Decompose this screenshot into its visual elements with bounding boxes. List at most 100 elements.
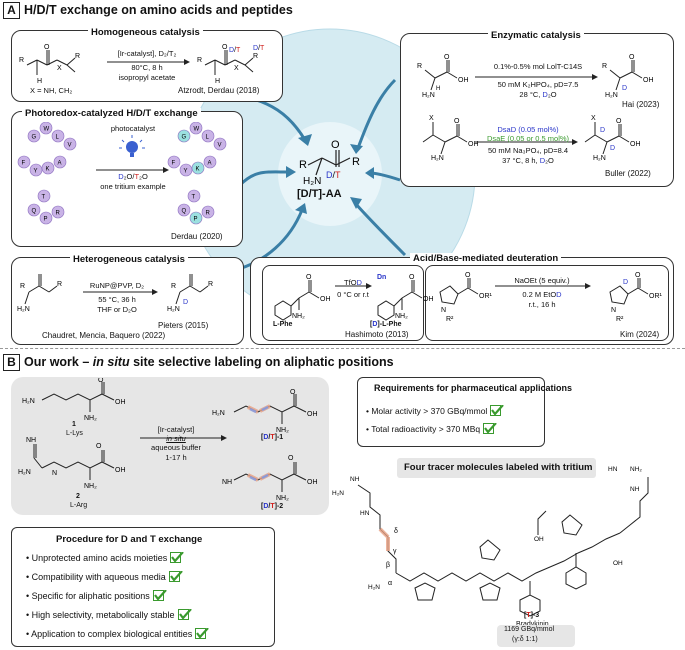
peptide-bead xyxy=(41,161,55,175)
peptide-bead-label: G xyxy=(32,135,37,141)
product2-label: [D/T]-2 xyxy=(261,503,284,510)
acidbase-r1-sm: L-Phe xyxy=(273,321,293,328)
svg-text:OR¹: OR¹ xyxy=(479,293,493,300)
acidbase-r1-ref: Hashimoto (2013) xyxy=(345,330,409,339)
svg-text:NH₂: NH₂ xyxy=(84,483,97,490)
check-icon xyxy=(177,609,192,620)
requirement-item: • Molar activity > 370 GBq/mmol xyxy=(366,402,505,420)
heterogeneous-cond2: THF or D₂O xyxy=(97,305,137,314)
photoredox-title: Photoredox-catalyzed H/D/T exchange xyxy=(22,108,201,119)
tracer-ratio: (γ:δ 1:1) xyxy=(512,636,538,643)
peptide-bead xyxy=(39,122,53,135)
photoredox-solvent: D₂O/T₂O xyxy=(118,172,148,181)
svg-text:R: R xyxy=(57,281,62,288)
requirement-text: Molar activity > 370 GBq/mmol xyxy=(371,406,488,416)
peptide-bead-label: Q xyxy=(182,209,187,215)
acidbase-title: Acid/Base-mediated deuteration xyxy=(410,253,562,264)
peptide-bead xyxy=(201,205,215,219)
acidbase-r2-reagent: NaOEt (5 equiv.) xyxy=(514,276,570,285)
peptide-bead-label: A xyxy=(58,161,62,167)
peptide-bead-label: Q xyxy=(32,209,37,215)
enzymatic-r2-enz2: DsaE (0.05 or 0.5 mol%) xyxy=(486,134,570,143)
peptide-bead-label: T xyxy=(42,195,46,201)
svg-text:D: D xyxy=(610,145,615,152)
procedure-text: Unprotected amino acids moieties xyxy=(31,553,168,563)
homogeneous-ref: Atzrodt, Derdau (2018) xyxy=(178,86,260,95)
peptide-bead xyxy=(203,155,217,169)
svg-text:OH: OH xyxy=(307,411,318,418)
peptide-bead xyxy=(177,129,191,143)
photoredox-ref: Derdau (2020) xyxy=(171,232,223,241)
homogeneous-cond2: isopropyl acetate xyxy=(118,73,176,82)
svg-text:O: O xyxy=(98,378,104,384)
svg-text:O: O xyxy=(306,274,312,281)
peptide-bead-label: R xyxy=(56,211,61,217)
procedure-item: • Compatibility with aqueous media xyxy=(26,568,209,587)
svg-text:R: R xyxy=(352,156,360,168)
svg-text:O: O xyxy=(288,455,294,462)
svg-text:R: R xyxy=(417,63,422,70)
svg-text:O: O xyxy=(616,118,622,125)
procedure-title: Procedure for D and T exchange xyxy=(56,534,203,545)
svg-text:R: R xyxy=(19,57,24,64)
svg-text:O: O xyxy=(222,44,228,51)
svg-text:O: O xyxy=(409,274,415,281)
peptide-bead xyxy=(63,137,77,151)
panel-a-letter: A xyxy=(3,2,20,19)
svg-text:X: X xyxy=(57,65,62,72)
peptide-bead-label: K xyxy=(196,167,200,173)
peptide-bead xyxy=(213,137,227,151)
svg-text:D: D xyxy=(600,127,605,134)
enzymatic-r1-ref: Hai (2023) xyxy=(622,100,660,109)
svg-text:H₂N: H₂N xyxy=(605,92,618,99)
peptide-bead-label: G xyxy=(182,135,187,141)
svg-text:O: O xyxy=(44,44,50,51)
reaction-box xyxy=(11,377,329,515)
svg-text:H₂N: H₂N xyxy=(593,155,606,162)
peptide-bead xyxy=(39,211,53,225)
svg-text:H: H xyxy=(215,78,220,85)
svg-text:γ: γ xyxy=(393,548,397,555)
svg-text:OH: OH xyxy=(613,560,623,567)
procedure-text: High selectivity, metabolically stable xyxy=(31,610,175,620)
requirements-list: • Molar activity > 370 GBq/mmol • Total … xyxy=(366,402,505,438)
check-icon xyxy=(490,405,505,416)
svg-text:X: X xyxy=(234,65,239,72)
svg-text:H₂N: H₂N xyxy=(22,398,35,405)
heterogeneous-ref2: Chaudret, Mencia, Baquero (2022) xyxy=(42,331,166,340)
svg-text:R: R xyxy=(197,57,202,64)
panel-b-title: Our work – in situ site selective labeli… xyxy=(24,355,394,369)
peptide-bead-label: F xyxy=(22,161,26,167)
svg-text:H₂N: H₂N xyxy=(167,306,180,312)
svg-text:H₂N: H₂N xyxy=(303,176,321,187)
panel-b-letter: B xyxy=(3,354,20,371)
svg-text:N: N xyxy=(52,470,57,477)
enzymatic-box xyxy=(400,33,674,187)
enzymatic-r2-ref: Buller (2022) xyxy=(605,169,651,178)
svg-text:NH₂: NH₂ xyxy=(395,313,408,320)
acidbase-r2-ref: Kim (2024) xyxy=(620,330,660,339)
svg-text:H₂N: H₂N xyxy=(212,410,225,417)
photoredox-catalyst: photocatalyst xyxy=(110,124,156,133)
peptide-bead-label: P xyxy=(194,217,198,223)
peptide-bead xyxy=(187,189,201,203)
svg-text:NH₂: NH₂ xyxy=(276,495,289,502)
tracer-compound: [T]-3 xyxy=(524,612,540,619)
procedure-box xyxy=(11,527,275,647)
svg-text:H₂N: H₂N xyxy=(18,469,31,476)
peptide-bead xyxy=(201,129,215,143)
peptide-bead-label: Y xyxy=(34,169,38,175)
svg-text:N: N xyxy=(441,307,446,314)
svg-text:OR¹: OR¹ xyxy=(649,293,663,300)
svg-text:D: D xyxy=(622,85,627,92)
arrow-from-acidbase xyxy=(353,202,407,257)
svg-text:β: β xyxy=(386,562,390,569)
requirement-text: Total radioactivity > 370 MBq xyxy=(371,424,481,434)
acidbase-r2-cond2: r.t., 16 h xyxy=(528,300,556,309)
svg-text:D: D xyxy=(183,299,188,306)
peptide-bead xyxy=(177,203,191,217)
reaction-catalyst: [Ir-catalyst] xyxy=(157,425,195,434)
